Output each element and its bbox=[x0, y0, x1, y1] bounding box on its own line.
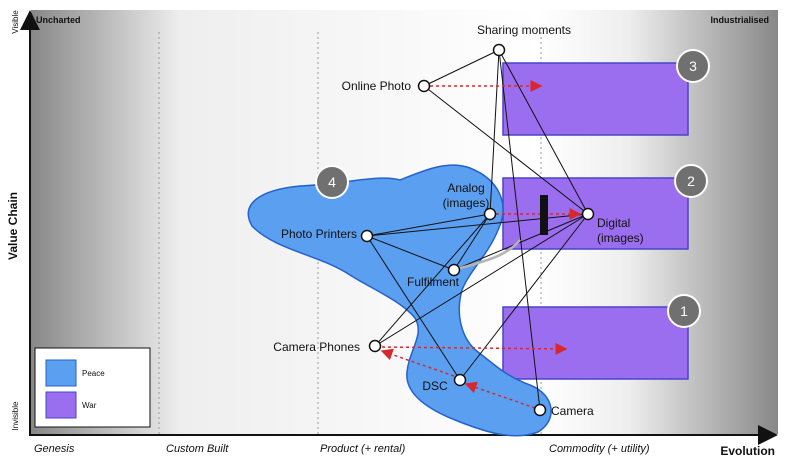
node-fulfilment[interactable] bbox=[447, 263, 461, 277]
value-chain-links bbox=[366, 49, 589, 411]
evolution-arrows bbox=[380, 80, 582, 409]
peace-zone-4 bbox=[247, 164, 552, 437]
y-axis-bottom-label: Invisible bbox=[11, 401, 20, 430]
legend-war-swatch bbox=[45, 391, 77, 419]
legend-peace-label: Peace bbox=[82, 369, 105, 378]
stage-commodity: Commodity (+ utility) bbox=[549, 443, 650, 455]
svg-text:1: 1 bbox=[680, 303, 688, 319]
badge-2: 2 bbox=[674, 164, 708, 198]
node-analog-images[interactable] bbox=[483, 207, 497, 221]
label-dsc: DSC bbox=[422, 379, 448, 393]
stage-genesis: Genesis bbox=[34, 443, 75, 455]
label-analog-line2: (images) bbox=[443, 196, 490, 210]
arrow-dsc-phones bbox=[380, 348, 455, 377]
node-sharing-moments[interactable] bbox=[492, 43, 506, 57]
node-online-photo[interactable] bbox=[417, 79, 431, 93]
label-camera-phones: Camera Phones bbox=[273, 340, 360, 354]
node-camera[interactable] bbox=[533, 403, 547, 417]
legend-peace-swatch bbox=[45, 359, 77, 387]
legend-war-label: War bbox=[82, 401, 97, 410]
arrow-camera-phones bbox=[381, 342, 568, 355]
x-axis-title: Evolution bbox=[720, 444, 775, 458]
label-online-photo: Online Photo bbox=[342, 79, 412, 93]
stage-product: Product (+ rental) bbox=[320, 443, 406, 455]
label-sharing-moments: Sharing moments bbox=[477, 23, 571, 37]
node-photo-printers[interactable] bbox=[360, 229, 374, 243]
badge-4: 4 bbox=[315, 165, 349, 199]
label-digital-line1: Digital bbox=[597, 216, 630, 230]
label-photo-printers: Photo Printers bbox=[281, 227, 357, 241]
label-uncharted: Uncharted bbox=[36, 15, 81, 25]
badge-1: 1 bbox=[667, 294, 701, 328]
svg-text:2: 2 bbox=[687, 173, 695, 189]
node-digital-images[interactable] bbox=[581, 207, 595, 221]
label-fulfilment: Fulfilment bbox=[407, 275, 460, 289]
inertia-curve bbox=[453, 239, 521, 272]
war-zone-1 bbox=[502, 306, 689, 380]
node-dsc[interactable] bbox=[453, 373, 467, 387]
badge-3: 3 bbox=[676, 49, 710, 83]
label-camera: Camera bbox=[551, 404, 594, 418]
node-camera-phones[interactable] bbox=[368, 339, 382, 353]
inertia-bar bbox=[540, 195, 548, 235]
label-industrialised: Industrialised bbox=[710, 15, 769, 25]
label-analog-line1: Analog bbox=[447, 181, 484, 195]
war-zone-3 bbox=[502, 62, 689, 136]
svg-text:3: 3 bbox=[689, 58, 697, 74]
y-axis-top-label: Visible bbox=[11, 10, 20, 34]
stage-custom-built: Custom Built bbox=[166, 443, 229, 455]
legend: Peace War bbox=[34, 347, 151, 428]
y-axis-title: Value Chain bbox=[6, 192, 20, 260]
arrow-camera-dsc bbox=[464, 381, 536, 409]
svg-text:4: 4 bbox=[328, 174, 336, 190]
label-digital-line2: (images) bbox=[597, 231, 644, 245]
